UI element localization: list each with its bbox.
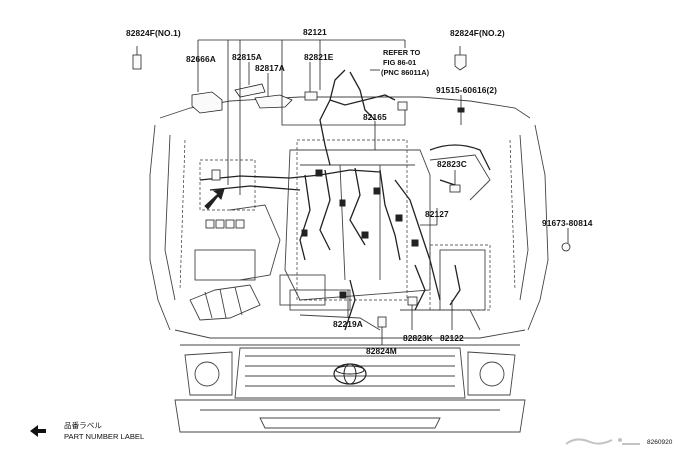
label-82815A: 82815A — [232, 52, 262, 62]
group-boxes — [199, 139, 491, 311]
part-labels: 82824F(NO.1) 82824F(NO.2) 82121 82666A 8… — [126, 27, 593, 356]
leader-lines — [197, 39, 569, 345]
label-82824M: 82824M — [366, 346, 397, 356]
label-82823K: 82823K — [403, 333, 433, 343]
refer-note-line1: REFER TO — [383, 48, 420, 57]
label-82824F-no1: 82824F(NO.1) — [126, 28, 181, 38]
label-82127: 82127 — [425, 209, 449, 219]
part-number-legend: 品番ラベル PART NUMBER LABEL — [30, 420, 144, 441]
refer-note-line2: FIG 86-01 — [383, 58, 416, 67]
wiring-harness — [199, 69, 491, 331]
legend-japanese: 品番ラベル — [64, 420, 102, 430]
harness-arrow-icon — [204, 188, 225, 210]
refer-note: REFER TO FIG 86-01 (PNC 86011A) — [381, 48, 430, 77]
label-82823C: 82823C — [437, 159, 467, 169]
label-82821E: 82821E — [304, 52, 334, 62]
label-91673-80814: 91673-80814 — [542, 218, 593, 228]
label-82666A: 82666A — [186, 54, 216, 64]
label-82165: 82165 — [363, 112, 387, 122]
label-82824F-no2: 82824F(NO.2) — [450, 28, 505, 38]
refer-note-line3: (PNC 86011A) — [381, 68, 430, 77]
label-91515-60616: 91515-60616(2) — [436, 85, 497, 95]
legend-english: PART NUMBER LABEL — [64, 432, 144, 441]
label-82122: 82122 — [440, 333, 464, 343]
watermark-logo — [565, 438, 640, 445]
left-arrow-icon — [30, 425, 46, 437]
corner-code: 8260920 — [647, 439, 673, 446]
top-parts — [132, 46, 571, 328]
label-82219A: 82219A — [333, 319, 363, 329]
label-82121: 82121 — [303, 27, 327, 37]
label-82817A: 82817A — [255, 63, 285, 73]
vehicle-body-outline — [149, 96, 549, 433]
